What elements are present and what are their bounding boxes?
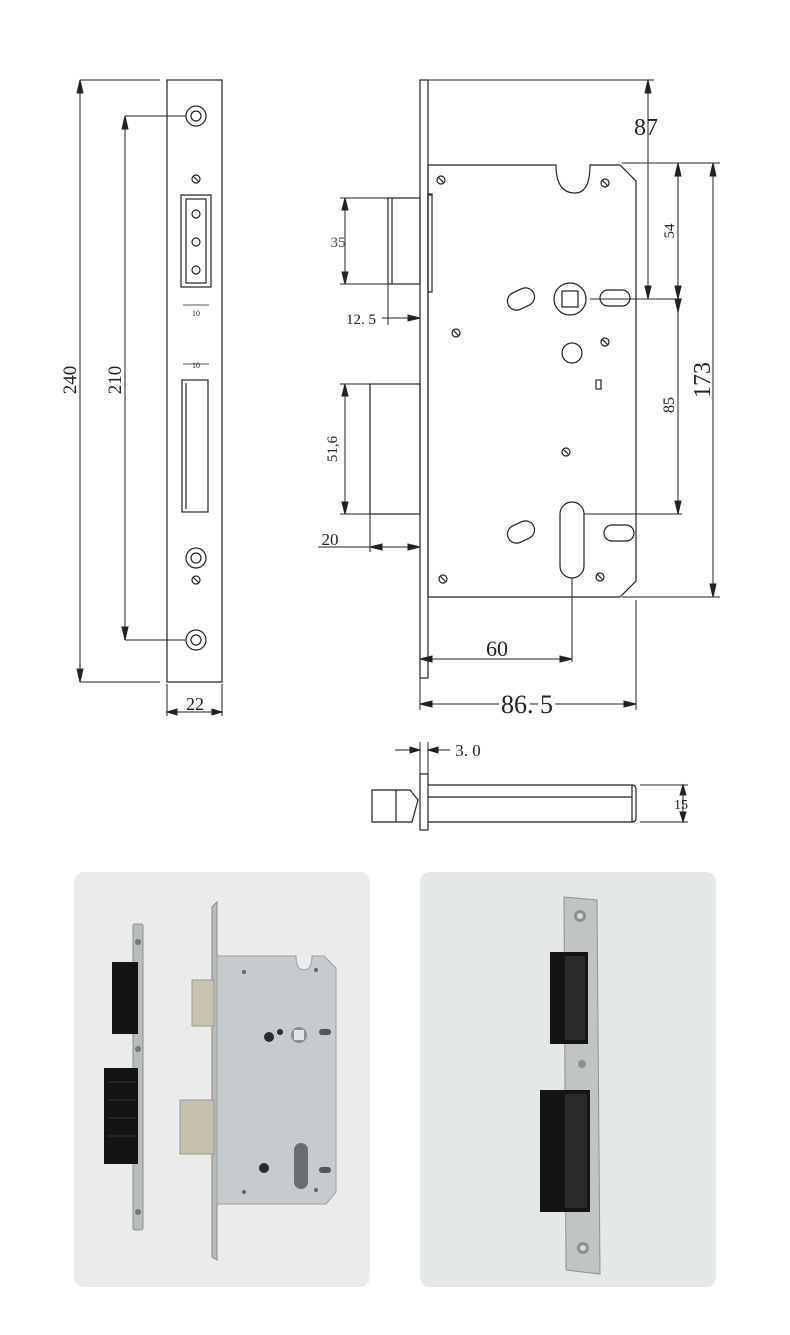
dim-deadbolt-height: 51,6: [325, 435, 341, 462]
product-photo-strike-plate: [420, 872, 716, 1287]
dim-hole-spacing: 210: [105, 366, 126, 395]
side-view-dimension-lines: [395, 742, 688, 824]
dim-body-height: 173: [690, 362, 716, 398]
strike-plate-dimension-lines: [76, 79, 224, 716]
dim-plate-width: 22: [186, 694, 204, 714]
dim-body-depth: 86. 5: [501, 690, 553, 719]
deadbolt: [369, 383, 421, 515]
dim-deadbolt-projection: 20: [322, 530, 339, 549]
dim-latch-projection: 12. 5: [346, 312, 376, 328]
latch-bolt: [387, 193, 433, 293]
dim-backset: 60: [486, 636, 508, 661]
dim-slot-width-bottom: 10: [192, 361, 200, 370]
product-photo-lock-and-strike: [74, 872, 370, 1287]
lock-dimension-lines: [318, 79, 720, 710]
lock-case: [427, 164, 637, 598]
dim-handle-to-cylinder: 85: [661, 397, 678, 413]
side-view-outline: [371, 773, 637, 831]
strike-plate-outline: [166, 79, 223, 683]
dim-faceplate-to-handle: 87: [634, 115, 658, 141]
dim-total-length: 240: [60, 366, 81, 395]
dim-latch-height: 35: [331, 235, 346, 251]
dim-body-thickness: 15: [674, 798, 688, 813]
lock-faceplate: [419, 79, 429, 679]
dim-slot-width-top: 10: [192, 309, 200, 318]
dim-handle-to-top: 54: [662, 223, 678, 239]
dim-faceplate-thickness: 3. 0: [455, 741, 481, 760]
technical-drawing: 240 210 22 10 10 87 54 85 173 35 12. 5 5…: [60, 79, 720, 831]
